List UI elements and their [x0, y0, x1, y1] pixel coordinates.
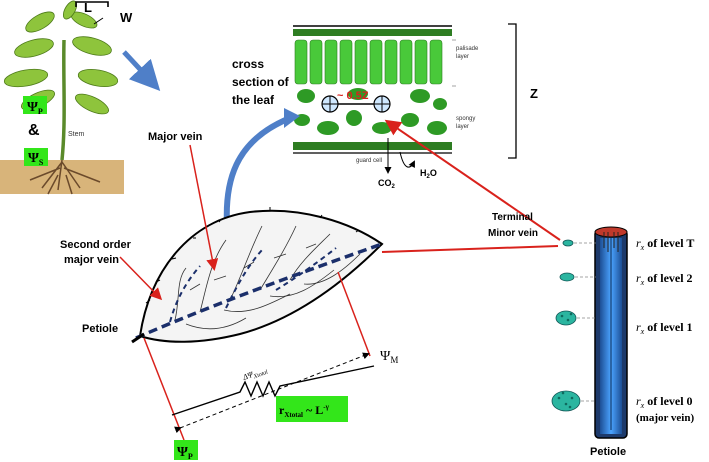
thickness-bracket — [508, 23, 517, 159]
lw-bracket — [75, 1, 109, 7]
terminal-vein-label-1: Terminal — [492, 212, 533, 223]
hydraulic-frame — [143, 271, 375, 460]
minor-vein-to-section-pointer — [384, 119, 561, 241]
level-0-note: (major vein) — [636, 412, 694, 424]
thickness-z-label: Z — [530, 86, 538, 101]
level-2-section — [559, 272, 575, 282]
stem — [60, 39, 66, 161]
plant-to-leaf-arrow — [122, 50, 161, 91]
major-vein-pointer — [189, 144, 219, 271]
terminal-vein-label-2: Minor vein — [488, 228, 538, 239]
leaf-petiole-label: Petiole — [82, 323, 118, 335]
plant-illustration — [0, 0, 161, 195]
plant-bracket-l-label: L — [84, 0, 92, 15]
plant-psi-s-symbol: ΨS — [28, 151, 44, 167]
spongy-label-2: layer — [456, 124, 469, 130]
h2o-label: H2O — [420, 168, 437, 180]
palisade-cells — [294, 39, 443, 85]
cross-section-caption-3: the leaf — [232, 93, 275, 107]
plant-psi-p-symbol: ΨP — [27, 100, 43, 116]
spongy-cells — [294, 88, 447, 135]
roots — [29, 159, 101, 195]
delta-psi-label: ΔΨXtotal — [241, 365, 270, 384]
leaf-illustration — [131, 207, 384, 344]
stomata-spacing-label: ~ 0.5Z — [337, 90, 369, 102]
petiole-psi-label: ΨP — [177, 445, 193, 461]
level-0-section — [551, 390, 581, 412]
resistance-formula: rXtotal ~ L-γ — [279, 403, 330, 419]
second-order-label-2: major vein — [64, 254, 119, 266]
petiole-psi-badge — [174, 440, 198, 460]
guard-cell-label: guard cell — [356, 158, 382, 164]
co2-label: CO2 — [378, 178, 396, 190]
resistor-symbol — [171, 365, 375, 416]
plant-connector: & — [28, 122, 40, 139]
cross-section-caption-1: cross — [232, 57, 264, 71]
second-order-pointer — [119, 256, 163, 301]
resistance-badge — [276, 396, 348, 422]
spongy-label-1: spongy — [456, 116, 475, 122]
second-order-label-1: Second order — [60, 239, 132, 251]
plant-stem-label: Stem — [68, 131, 85, 138]
major-vein-label: Major vein — [148, 131, 203, 143]
midrib — [135, 242, 383, 340]
leaf-to-vessel-link — [381, 245, 559, 253]
xylem-vessel — [551, 226, 628, 439]
plant-leaves — [3, 0, 119, 115]
palisade-label-1: palisade — [456, 46, 479, 52]
psi-m-label: ΨM — [380, 349, 398, 365]
psi-p-badge — [23, 96, 47, 114]
plant-bracket-w-label: W — [120, 10, 133, 25]
cross-section-caption-2: section of — [232, 75, 290, 89]
level-t-section — [562, 239, 574, 247]
psi-s-badge — [24, 148, 48, 166]
palisade-label-2: layer — [456, 54, 469, 60]
vessel-petiole-label: Petiole — [590, 446, 626, 458]
leaf-cross-section — [293, 23, 517, 174]
level-1-section — [555, 310, 577, 326]
